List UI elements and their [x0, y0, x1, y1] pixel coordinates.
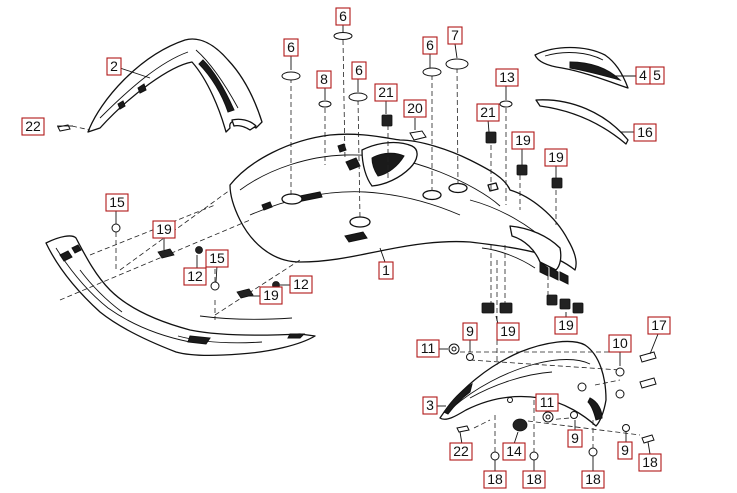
svg-text:22: 22: [453, 443, 469, 459]
callout-15-a: 15: [105, 193, 129, 212]
svg-text:21: 21: [480, 104, 496, 120]
svg-text:17: 17: [651, 317, 667, 333]
svg-text:11: 11: [421, 340, 436, 356]
svg-text:16: 16: [637, 124, 653, 140]
svg-text:7: 7: [451, 27, 459, 43]
decal-strip-part: [535, 99, 629, 145]
callout-4: 4: [635, 66, 651, 85]
callout-18-d: 18: [638, 453, 662, 472]
callout-12-a: 12: [183, 267, 207, 286]
svg-text:9: 9: [466, 323, 474, 339]
callout-6-c: 6: [351, 61, 367, 80]
svg-text:6: 6: [287, 39, 295, 55]
svg-text:3: 3: [426, 397, 434, 413]
callout-11-a: 11: [416, 339, 440, 358]
callout-6-a: 6: [283, 38, 299, 57]
callout-19-f: 19: [554, 316, 578, 335]
callout-18-c: 18: [581, 470, 605, 489]
svg-text:8: 8: [320, 71, 328, 87]
svg-text:19: 19: [548, 149, 564, 165]
callout-3: 3: [422, 396, 438, 415]
callout-labels: 22 2 6 6 8 6 21 20: [21, 7, 671, 489]
svg-text:22: 22: [25, 118, 41, 134]
callout-17: 17: [647, 316, 671, 335]
svg-text:6: 6: [426, 37, 434, 53]
grommet-7: [445, 58, 469, 70]
grommet-6-d: [422, 67, 442, 77]
callout-9-c: 9: [617, 441, 633, 460]
callout-8: 8: [316, 70, 332, 89]
callout-1: 1: [378, 261, 394, 280]
svg-text:18: 18: [526, 471, 542, 487]
svg-text:18: 18: [487, 471, 503, 487]
front-fender-body-part: [229, 133, 577, 285]
callout-9-a: 9: [462, 322, 478, 341]
svg-text:13: 13: [499, 69, 515, 85]
assembly-lines: [59, 39, 641, 455]
callout-6-d: 6: [422, 36, 438, 55]
grommet-6-a: [281, 71, 301, 81]
callout-22-left: 22: [21, 117, 45, 136]
grommet-6-c: [348, 92, 368, 102]
callout-19-b: 19: [544, 148, 568, 167]
svg-text:19: 19: [500, 323, 516, 339]
callout-2: 2: [106, 57, 122, 76]
callout-18-a: 18: [483, 470, 507, 489]
callout-19-c: 19: [152, 220, 176, 239]
svg-text:9: 9: [621, 442, 629, 458]
hardware-items: [57, 32, 657, 461]
svg-text:6: 6: [339, 8, 347, 24]
callout-20: 20: [403, 99, 427, 118]
callout-9-b: 9: [567, 429, 583, 448]
callout-21-a: 21: [374, 83, 398, 102]
svg-text:19: 19: [558, 317, 574, 333]
callout-12-b: 12: [289, 275, 313, 294]
svg-text:1: 1: [382, 262, 390, 278]
callout-10: 10: [608, 334, 632, 353]
svg-text:19: 19: [515, 132, 531, 148]
svg-text:18: 18: [585, 471, 601, 487]
svg-text:14: 14: [506, 443, 522, 459]
svg-text:20: 20: [407, 100, 423, 116]
svg-text:4: 4: [639, 67, 647, 83]
callout-16: 16: [633, 123, 657, 142]
svg-text:21: 21: [378, 84, 394, 100]
callout-22-lower: 22: [449, 442, 473, 461]
svg-text:10: 10: [612, 335, 628, 351]
grommet-6-b: [333, 32, 353, 40]
svg-text:19: 19: [156, 221, 172, 237]
svg-text:11: 11: [540, 394, 555, 410]
callout-18-b: 18: [522, 470, 546, 489]
callout-13: 13: [495, 68, 519, 87]
svg-text:6: 6: [355, 62, 363, 78]
fender-left-part: [87, 38, 263, 133]
svg-text:15: 15: [109, 194, 125, 210]
callout-21-b: 21: [476, 103, 500, 122]
front-bumper-cover-part: [45, 235, 316, 356]
svg-text:5: 5: [653, 67, 661, 83]
callout-5: 5: [649, 66, 665, 85]
callout-14: 14: [502, 442, 526, 461]
callout-19-e: 19: [496, 322, 520, 341]
callout-19-a: 19: [511, 131, 535, 150]
callout-19-d: 19: [259, 286, 283, 305]
svg-text:18: 18: [642, 454, 658, 470]
svg-text:2: 2: [110, 58, 118, 74]
callout-7: 7: [447, 26, 463, 45]
svg-text:12: 12: [187, 268, 203, 284]
callout-11-b: 11: [535, 393, 559, 412]
callout-15-b: 15: [205, 249, 229, 268]
callout-6-b: 6: [335, 7, 351, 26]
top-panel-right-part: [534, 46, 629, 89]
svg-text:15: 15: [209, 250, 225, 266]
svg-text:9: 9: [571, 430, 579, 446]
svg-text:19: 19: [263, 287, 279, 303]
svg-text:12: 12: [293, 276, 309, 292]
